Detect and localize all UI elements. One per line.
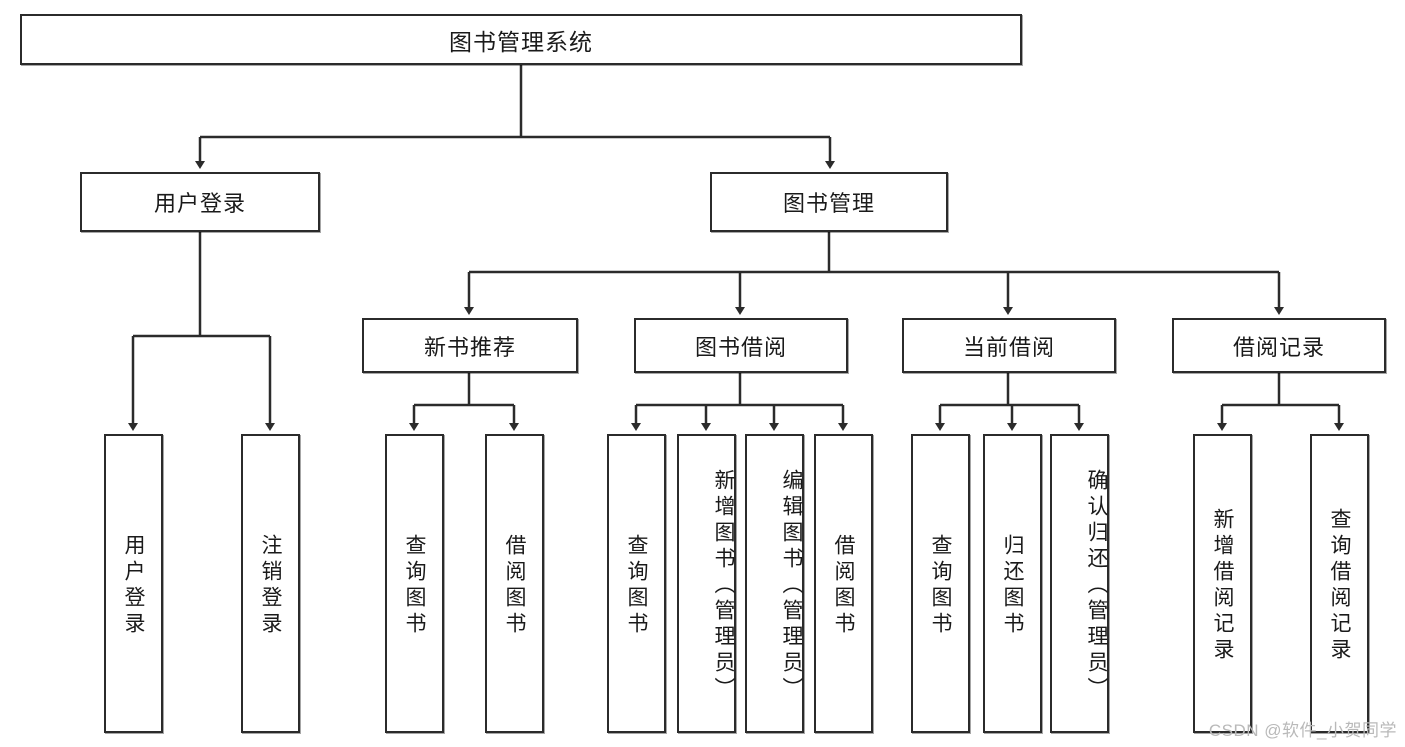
node-leaf-borrow-book[interactable]: 借阅图书 xyxy=(814,434,873,733)
node-leaf-confirm-return-admin[interactable]: 确认归还（管理员） xyxy=(1050,434,1109,733)
node-leaf-add-borrow-record[interactable]: 新增借阅记录 xyxy=(1193,434,1252,733)
csdn-watermark: CSDN @软件_小贺同学 xyxy=(1208,721,1397,740)
node-leaf-edit-book-admin[interactable]: 编辑图书（管理员） xyxy=(745,434,804,733)
node-user-login[interactable]: 用户登录 xyxy=(80,172,320,232)
node-current-borrow[interactable]: 当前借阅 xyxy=(902,318,1116,373)
node-leaf-query-book-borrow[interactable]: 查询图书 xyxy=(607,434,666,733)
node-borrow-record[interactable]: 借阅记录 xyxy=(1172,318,1386,373)
node-leaf-query-borrow-record[interactable]: 查询借阅记录 xyxy=(1310,434,1369,733)
node-book-management[interactable]: 图书管理 xyxy=(710,172,948,232)
node-leaf-return-book[interactable]: 归还图书 xyxy=(983,434,1042,733)
node-leaf-borrow-book-recommend[interactable]: 借阅图书 xyxy=(485,434,544,733)
node-root[interactable]: 图书管理系统 xyxy=(20,14,1022,65)
node-new-book-recommend[interactable]: 新书推荐 xyxy=(362,318,578,373)
node-leaf-add-book-admin[interactable]: 新增图书（管理员） xyxy=(677,434,736,733)
node-leaf-query-book-recommend[interactable]: 查询图书 xyxy=(385,434,444,733)
node-book-borrow[interactable]: 图书借阅 xyxy=(634,318,848,373)
node-leaf-user-logout[interactable]: 注销登录 xyxy=(241,434,300,733)
node-leaf-query-book-current[interactable]: 查询图书 xyxy=(911,434,970,733)
node-leaf-user-login[interactable]: 用户登录 xyxy=(104,434,163,733)
